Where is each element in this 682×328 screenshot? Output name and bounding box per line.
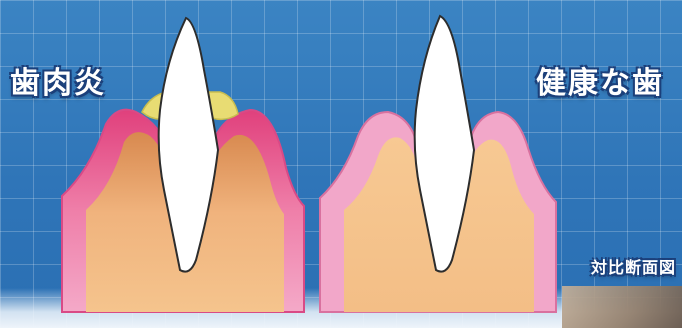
healthy-cross-section [320,16,556,312]
comparison-caption: 対比断面図 [591,254,676,278]
gingivitis-label: 歯肉炎 [10,58,106,102]
healthy-tooth-label: 健康な歯 [536,58,664,102]
